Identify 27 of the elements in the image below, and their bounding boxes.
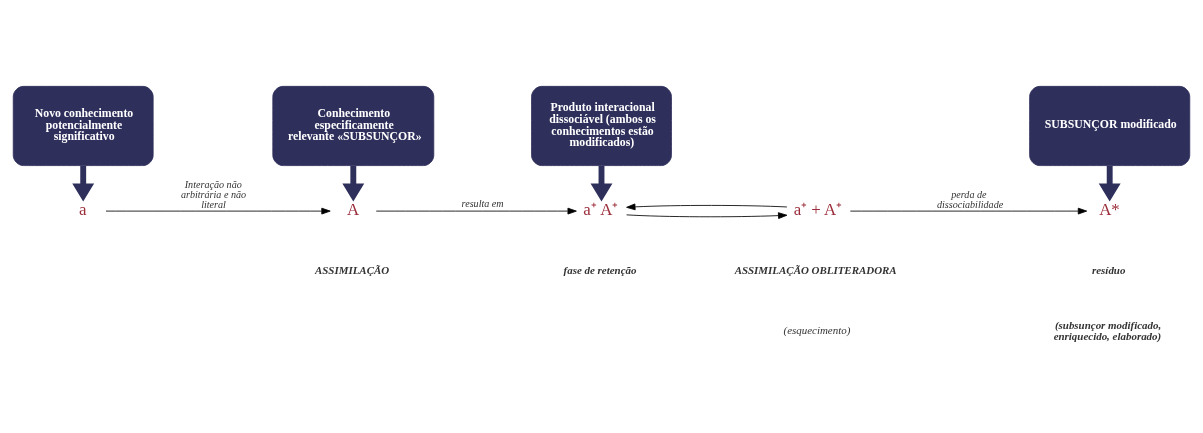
node-box: Produto interacional dissociável (ambos os conhecimentos estão modificados) xyxy=(531,85,672,166)
node-text: a⁺ A⁺ xyxy=(583,199,619,219)
node-box: Novo conhecimento potencialmente significativo xyxy=(12,85,154,166)
arrow xyxy=(626,203,788,210)
node-text: a⁺ + A⁺ xyxy=(793,199,843,219)
arrow xyxy=(626,211,788,219)
label: fase de retenção xyxy=(563,263,637,276)
node-text: a xyxy=(78,199,87,219)
arrow xyxy=(72,165,95,201)
label: ASSIMILAÇÃO OBLITERADORA xyxy=(734,263,897,276)
arrow xyxy=(590,165,613,201)
edge-label: perda de dissociabilidade xyxy=(936,188,1004,210)
node-box: Conhecimento especificamente relevante «SUBSUNÇOR» xyxy=(272,85,435,166)
label: (subsunçor modificado, enriquecido, elaborado) xyxy=(1053,318,1162,342)
label: (esquecimento) xyxy=(783,323,851,336)
arrow xyxy=(342,165,365,201)
arrow xyxy=(375,207,577,214)
label: resíduo xyxy=(1091,263,1126,276)
edge-label: Interação não arbitrária e não literal xyxy=(180,178,247,210)
arrow xyxy=(1098,165,1121,201)
node-text: A xyxy=(346,199,360,219)
arrow xyxy=(849,207,1088,214)
label: ASSIMILAÇÃO xyxy=(314,263,390,276)
edge-label: resulta em xyxy=(461,197,504,209)
arrow xyxy=(105,207,331,214)
node-box: SUBSUNÇOR modificado xyxy=(1029,85,1191,166)
node-text: A* xyxy=(1099,199,1120,219)
